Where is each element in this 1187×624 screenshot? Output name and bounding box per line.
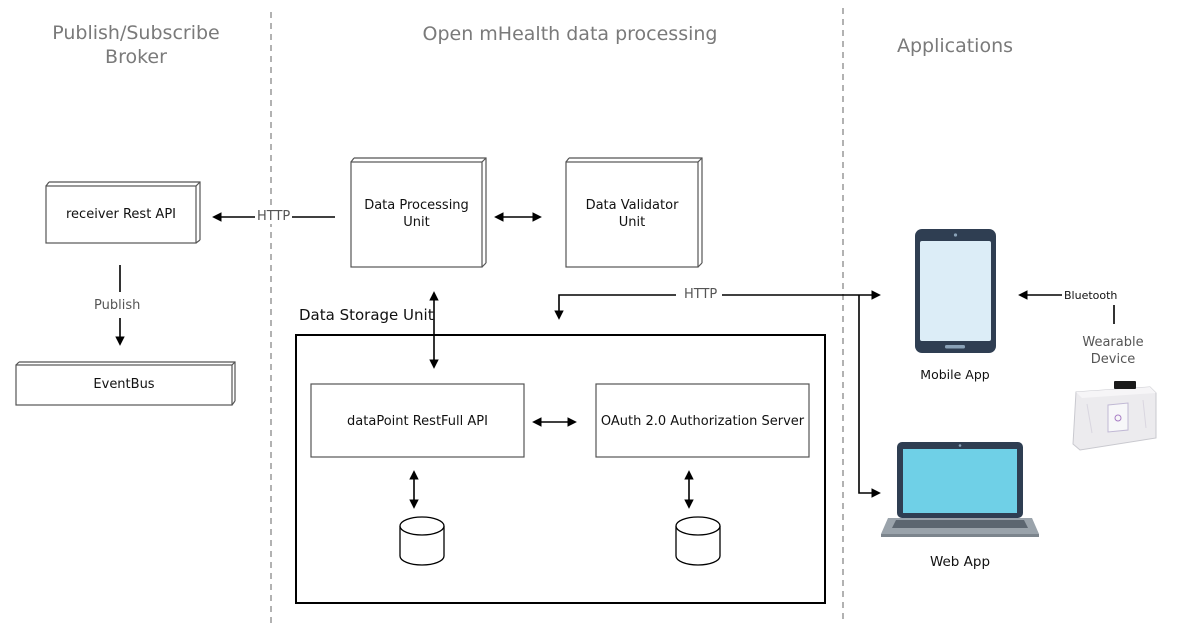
wearable-label-line1: Wearable [1082,335,1144,350]
http-bus-web-arrow [858,295,881,498]
wearable-device-icon [1072,381,1157,451]
mobile-app-label: Mobile App [920,367,990,382]
publish-label: Publish [92,298,143,313]
oauth-server-label: OAuth 2.0 Authorization Server [600,414,805,429]
oauth-server-box [595,383,810,458]
data-processing-unit-label-line1: Data Processing [364,198,469,213]
column-title-broker-line1: Publish/Subscribe [52,22,220,44]
column-title-processing: Open mHealth data processing [422,23,718,45]
column-title-applications: Applications [896,35,1014,57]
data-storage-unit-label: Data Storage Unit [299,306,434,324]
eventbus-label: EventBus [93,377,155,392]
data-processing-unit-box [350,157,487,268]
http-label-apps: HTTP [682,287,720,302]
datapoint-restfull-api-box [310,383,525,458]
data-processing-unit-label-line2: Unit [403,215,430,230]
receiver-rest-api-box [45,181,201,244]
laptop-icon [881,442,1039,537]
http-bus-storage-arrow [554,294,676,320]
column-title-broker-line2: Broker [105,46,167,68]
datapoint-restfull-api-label: dataPoint RestFull API [347,414,488,429]
data-validator-unit-label-line1: Data Validator [585,198,679,213]
bluetooth-label: Bluetooth [1064,289,1118,302]
mobile-phone-icon [915,229,996,353]
data-validator-unit-box [565,157,703,268]
web-app-label: Web App [929,554,991,570]
oauth-database-icon [675,516,721,566]
data-storage-unit-container [295,334,826,604]
data-validator-unit-label-line2: Unit [618,215,646,230]
datapoint-database-icon [399,516,445,566]
eventbus-box [15,361,236,406]
wearable-label-line2: Device [1090,352,1136,367]
http-label-receiver: HTTP [255,209,293,224]
receiver-rest-api-label: receiver Rest API [66,207,176,222]
